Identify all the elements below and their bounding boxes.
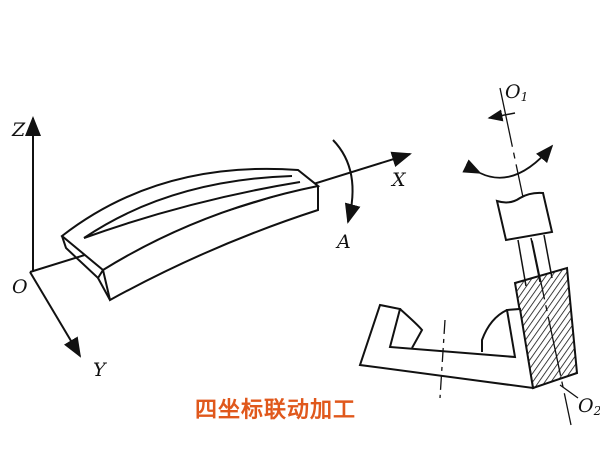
o1-label: O1 <box>505 81 528 104</box>
a-rotation-arrow <box>332 139 361 224</box>
x-axis-label: X <box>390 169 407 191</box>
a-axis-label: A <box>335 231 351 253</box>
caption: 四坐标联动加工 <box>195 398 357 423</box>
o2-label: O2 <box>578 395 600 418</box>
swivel-arrow <box>462 144 554 179</box>
u-shaped-workpiece <box>358 303 535 399</box>
y-axis-label: Y <box>93 359 108 381</box>
blade-workpiece <box>60 167 321 302</box>
tool-holder <box>495 191 554 242</box>
origin-label: O <box>12 276 28 298</box>
y-axis <box>29 271 82 358</box>
translation-arrow <box>487 109 516 122</box>
z-axis-label: Z <box>11 119 26 141</box>
